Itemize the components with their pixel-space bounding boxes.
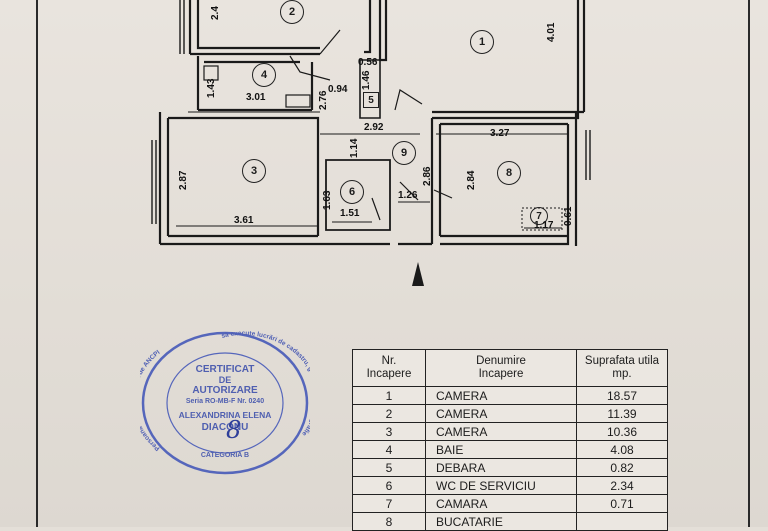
stamp-line-2: DE — [218, 375, 232, 385]
table-row: 6 WC DE SERVICIU 2.34 — [352, 476, 668, 495]
stamp-line-4: Seria RO-MB-F Nr. 0240 — [185, 398, 265, 405]
stamp-line-1: CERTIFICAT — [195, 364, 255, 375]
cell-name: DEBARA — [425, 458, 577, 477]
header-nr: Nr. Incapere — [352, 349, 426, 387]
stamp-line-7: CATEGORIA B — [200, 452, 250, 459]
dim-1-14: 1.14 — [349, 138, 360, 158]
dim-0-56: 0.56 — [358, 57, 378, 68]
dim-1-46: 1.46 — [361, 70, 372, 90]
dim-0-61: 0.61 — [563, 206, 574, 226]
cell-area: 10.36 — [576, 422, 668, 441]
cell-nr: 1 — [352, 386, 426, 405]
cell-nr: 8 — [352, 512, 426, 531]
dim-2-76: 2.76 — [318, 90, 329, 110]
dim-3-27: 3.27 — [490, 128, 510, 139]
dim-1-63: 1.63 — [322, 190, 333, 210]
room-label-2: 2 — [280, 0, 304, 24]
page-border-right — [748, 0, 750, 527]
room-label-1: 1 — [470, 30, 494, 54]
dim-1-17: 1.17 — [534, 220, 554, 231]
cell-name: CAMERA — [425, 386, 577, 405]
room-label-5: 5 — [363, 92, 379, 108]
authorization-stamp: Persoană fizică autorizată de ANCPI să e… — [140, 328, 310, 478]
header-name: Denumire Incapere — [425, 349, 577, 387]
table-row: 3 CAMERA 10.36 — [352, 422, 668, 441]
cell-nr: 5 — [352, 458, 426, 477]
room-label-4: 4 — [252, 63, 276, 87]
table-row: 7 CAMARA 0.71 — [352, 494, 668, 513]
dim-2-87: 2.87 — [178, 170, 189, 190]
dim-3-01: 3.01 — [246, 92, 266, 103]
cell-nr: 6 — [352, 476, 426, 495]
stamp-line-5: ALEXANDRINA ELENA — [178, 410, 272, 420]
table-row: 8 BUCATARIE — [352, 512, 668, 531]
cell-area: 4.08 — [576, 440, 668, 459]
header-area: Suprafata utila mp. — [576, 349, 668, 387]
dim-2-92: 2.92 — [364, 122, 384, 133]
table-row: 1 CAMERA 18.57 — [352, 386, 668, 405]
dim-0-94: 0.94 — [328, 84, 348, 95]
cell-name: CAMERA — [425, 404, 577, 423]
cell-name: BUCATARIE — [425, 512, 577, 531]
cell-area: 11.39 — [576, 404, 668, 423]
cell-name: CAMARA — [425, 494, 577, 513]
stamp-line-3: AUTORIZARE — [192, 385, 258, 396]
cell-area: 0.82 — [576, 458, 668, 477]
table-row: 5 DEBARA 0.82 — [352, 458, 668, 477]
dim-3-61: 3.61 — [234, 215, 254, 226]
cell-nr: 2 — [352, 404, 426, 423]
cell-name: BAIE — [425, 440, 577, 459]
room-label-3: 3 — [242, 159, 266, 183]
cell-area: 18.57 — [576, 386, 668, 405]
dim-1-51: 1.51 — [340, 208, 360, 219]
cell-area: 2.34 — [576, 476, 668, 495]
stamp-signature: 8 — [226, 416, 242, 444]
stamp-line-6: DIACONU — [201, 422, 249, 433]
cell-name: WC DE SERVICIU — [425, 476, 577, 495]
dim-4-01: 4.01 — [546, 22, 557, 42]
cell-area — [576, 512, 668, 531]
dim-2-84: 2.84 — [466, 170, 477, 190]
dim-2-86: 2.86 — [422, 166, 433, 186]
cell-nr: 4 — [352, 440, 426, 459]
rooms-table: Nr. Incapere Denumire Incapere Suprafata… — [352, 349, 668, 531]
dim-1-26: 1.26 — [398, 190, 418, 201]
table-row: 2 CAMERA 11.39 — [352, 404, 668, 423]
room-label-9: 9 — [392, 141, 416, 165]
room-label-8: 8 — [497, 161, 521, 185]
table-header-row: Nr. Incapere Denumire Incapere Suprafata… — [352, 349, 668, 387]
room-label-6: 6 — [340, 180, 364, 204]
floor-plan — [151, 0, 591, 286]
cell-area: 0.71 — [576, 494, 668, 513]
room-label-7: 7 — [530, 207, 548, 225]
cell-name: CAMERA — [425, 422, 577, 441]
cell-nr: 3 — [352, 422, 426, 441]
table-row: 4 BAIE 4.08 — [352, 440, 668, 459]
dim-2-4: 2.4 — [210, 6, 221, 20]
entrance-arrow-icon — [412, 262, 424, 286]
dim-1-43: 1.43 — [206, 78, 217, 98]
cell-nr: 7 — [352, 494, 426, 513]
page-border-left — [36, 0, 38, 527]
